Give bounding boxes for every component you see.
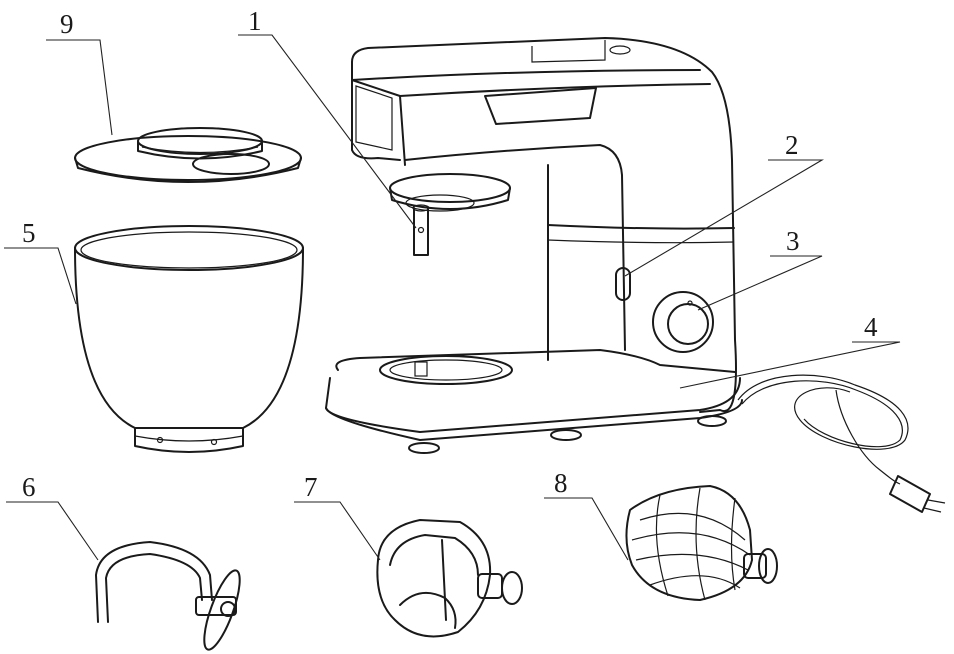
callout-1: 1 (248, 6, 262, 36)
part-dough-hook (95, 541, 241, 651)
leader-line-7 (294, 501, 381, 561)
callout-4: 4 (864, 312, 878, 342)
leader-line-9 (46, 39, 113, 136)
leader-lines (4, 34, 901, 561)
part-flat-beater (376, 519, 523, 638)
callout-labels: 1 2 3 4 5 6 7 8 9 (22, 6, 878, 502)
leader-line-4 (679, 341, 901, 389)
callout-9: 9 (60, 9, 74, 39)
callout-5: 5 (22, 218, 36, 248)
leader-line-5 (4, 247, 77, 305)
leader-line-8 (544, 497, 629, 561)
part-mixer-body (325, 37, 743, 454)
leader-line-2 (624, 159, 825, 277)
callout-7: 7 (304, 472, 318, 502)
part-splash-guard-lid (74, 127, 302, 183)
leader-line-1 (238, 34, 417, 229)
leader-line-3 (697, 255, 823, 311)
callout-8: 8 (554, 468, 568, 498)
callout-3: 3 (786, 226, 800, 256)
callout-6: 6 (22, 472, 36, 502)
part-power-cord (737, 374, 946, 513)
part-balloon-whisk (625, 485, 778, 601)
part-mixing-bowl (74, 225, 304, 453)
callout-2: 2 (785, 130, 799, 160)
leader-line-6 (6, 501, 99, 561)
